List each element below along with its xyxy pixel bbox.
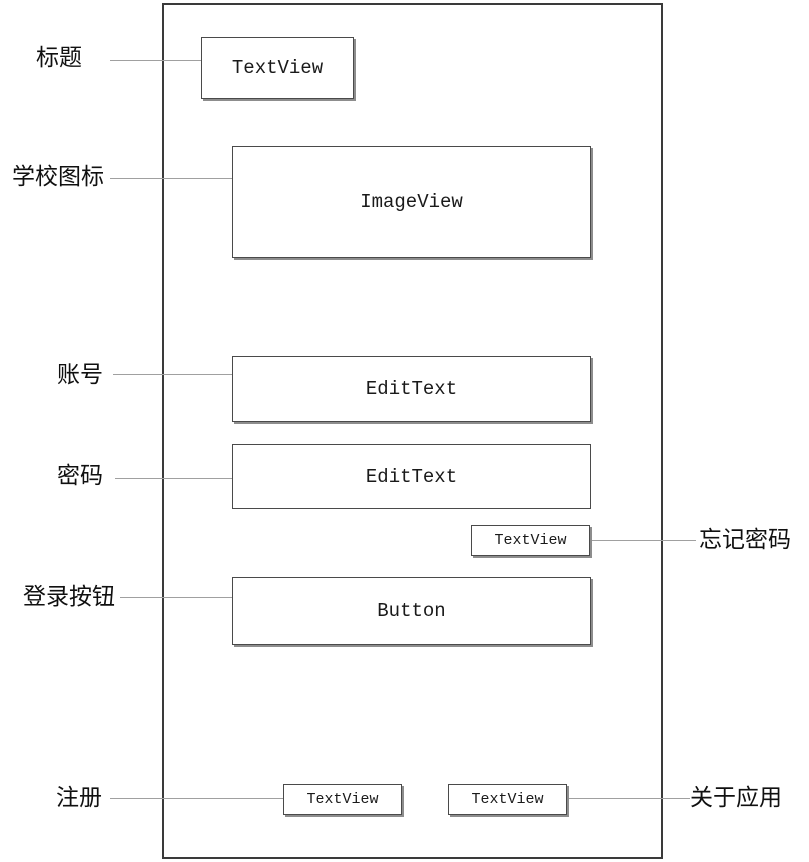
leader-line-login-button [120,597,267,598]
forgot-password-textview-box[interactable]: TextView [471,525,590,556]
school-imageview-box[interactable]: ImageView [232,146,591,258]
leader-line-about-app [565,798,690,799]
register-textview-box[interactable]: TextView [283,784,402,815]
annotation-forgot-password: 忘记密码 [699,527,791,553]
account-edittext-box[interactable]: EditText [232,356,591,422]
annotation-school-icon: 学校图标 [12,164,104,190]
leader-line-title [110,60,264,61]
password-edittext-box[interactable]: EditText [232,444,591,509]
annotation-login-button: 登录按钮 [23,584,115,610]
leader-line-password [115,478,265,479]
annotation-register: 注册 [56,785,102,811]
leader-line-register [110,798,287,799]
annotation-password: 密码 [57,463,103,489]
leader-line-forgot-password [588,540,696,541]
device-screen-frame [162,3,663,859]
about-app-textview-box[interactable]: TextView [448,784,567,815]
annotation-title: 标题 [36,45,82,71]
title-textview-box[interactable]: TextView [201,37,354,99]
annotation-account: 账号 [57,362,103,388]
leader-line-account [113,374,265,375]
leader-line-school-icon [110,178,263,179]
annotation-about-app: 关于应用 [690,785,782,811]
login-button-box[interactable]: Button [232,577,591,645]
